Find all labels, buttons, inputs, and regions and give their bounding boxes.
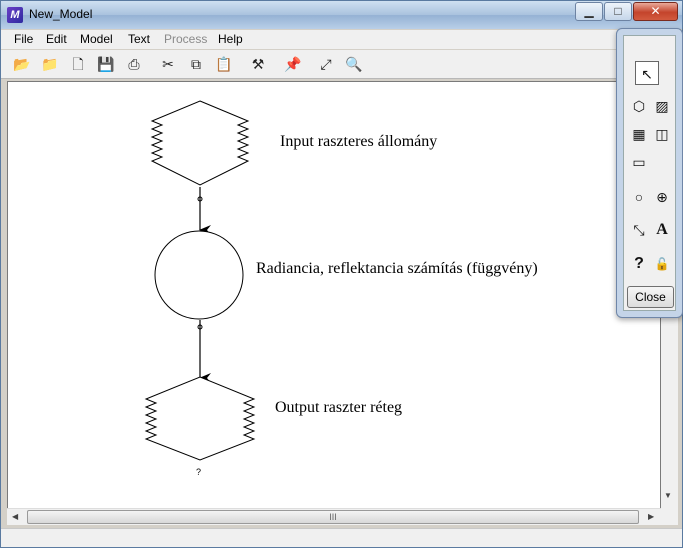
menu-bar: File Edit Model Text Process Help — [1, 30, 682, 49]
input-label[interactable]: Input raszteres állomány — [280, 133, 438, 150]
input-raster-node[interactable] — [150, 100, 250, 186]
app-icon[interactable]: M — [7, 7, 23, 23]
palette-panel: ↖ ⬡ ▨ ▦ ◫ ▭ ○ ⊕ ⤡ A ? 🔓 Close — [623, 35, 676, 311]
function-circle-icon[interactable]: ○ — [634, 189, 644, 205]
cut-icon[interactable]: ✂ — [162, 56, 174, 72]
raster-hexagon-icon[interactable]: ⬡ — [632, 98, 646, 114]
scroll-right-icon[interactable]: ▶ — [648, 512, 655, 521]
pin-icon[interactable]: 📌 — [284, 56, 302, 72]
zoom-icon[interactable]: 🔍 — [345, 56, 363, 72]
help-question-icon[interactable]: ? — [634, 255, 644, 272]
criteria-icon[interactable]: ⊕ — [656, 189, 668, 205]
print-icon[interactable]: ⎙ — [128, 56, 140, 72]
vector-icon[interactable]: ▨ — [655, 98, 669, 114]
maximize-button[interactable]: □ — [604, 2, 632, 21]
output-label[interactable]: Output raszter réteg — [275, 399, 403, 416]
open-folder-star-icon[interactable]: 📁 — [41, 56, 59, 72]
lock-icon[interactable]: 🔓 — [654, 257, 670, 271]
open-folder-icon[interactable]: 📂 — [13, 56, 31, 72]
text-tool-icon[interactable]: A — [656, 221, 668, 238]
rectangle-icon[interactable]: ▭ — [632, 154, 646, 170]
menu-file[interactable]: File — [14, 32, 34, 46]
matrix-grid-icon[interactable]: ▦ — [632, 126, 646, 142]
connect-line-icon[interactable]: ⤡ — [633, 222, 645, 238]
menu-process[interactable]: Process — [164, 32, 208, 46]
save-icon[interactable]: 💾 — [97, 56, 115, 72]
menu-help[interactable]: Help — [218, 32, 243, 46]
menu-edit[interactable]: Edit — [46, 32, 67, 46]
fit-to-window-icon[interactable]: ⤢ — [320, 56, 332, 72]
menu-model[interactable]: Model — [80, 32, 113, 46]
horizontal-scrollbar[interactable]: ◀ III ▶ — [7, 508, 661, 525]
paste-icon[interactable]: 📋 — [215, 56, 233, 72]
minimize-button[interactable]: ▁ — [575, 2, 603, 21]
pointer-arrow-icon[interactable]: ↖ — [635, 61, 659, 85]
menu-text[interactable]: Text — [128, 32, 151, 46]
title-bar[interactable]: M New_Model ▁ □ ✕ — [1, 1, 682, 29]
new-document-icon[interactable]: 🗋 — [72, 56, 84, 72]
horizontal-scroll-thumb[interactable]: III — [27, 510, 639, 524]
hammer-icon[interactable]: ⚒ — [251, 56, 265, 72]
scroll-left-icon[interactable]: ◀ — [12, 512, 19, 521]
copy-icon[interactable]: ⧉ — [191, 56, 201, 72]
function-label[interactable]: Radiancia, reflektancia számítás (függvé… — [256, 260, 538, 277]
function-node[interactable] — [154, 230, 244, 320]
close-window-button[interactable]: ✕ — [633, 2, 678, 21]
output-raster-node[interactable] — [144, 376, 256, 461]
output-unknown-mark: ? — [196, 467, 202, 477]
model-diagram — [144, 100, 256, 461]
toolbar: 📂 📁 🗋 💾 ⎙ ✂ ⧉ 📋 ⚒ 📌 ⤢ 🔍 — [1, 50, 682, 79]
table-icon[interactable]: ◫ — [655, 126, 669, 142]
tool-palette: ↖ ⬡ ▨ ▦ ◫ ▭ ○ ⊕ ⤡ A ? 🔓 Close — [616, 28, 683, 318]
model-canvas[interactable]: Input raszteres állomány Radiancia, refl… — [7, 81, 661, 525]
scroll-down-icon[interactable]: ▼ — [664, 491, 672, 500]
status-bar — [1, 528, 682, 547]
window-title: New_Model — [29, 7, 93, 21]
palette-close-button[interactable]: Close — [627, 286, 674, 308]
